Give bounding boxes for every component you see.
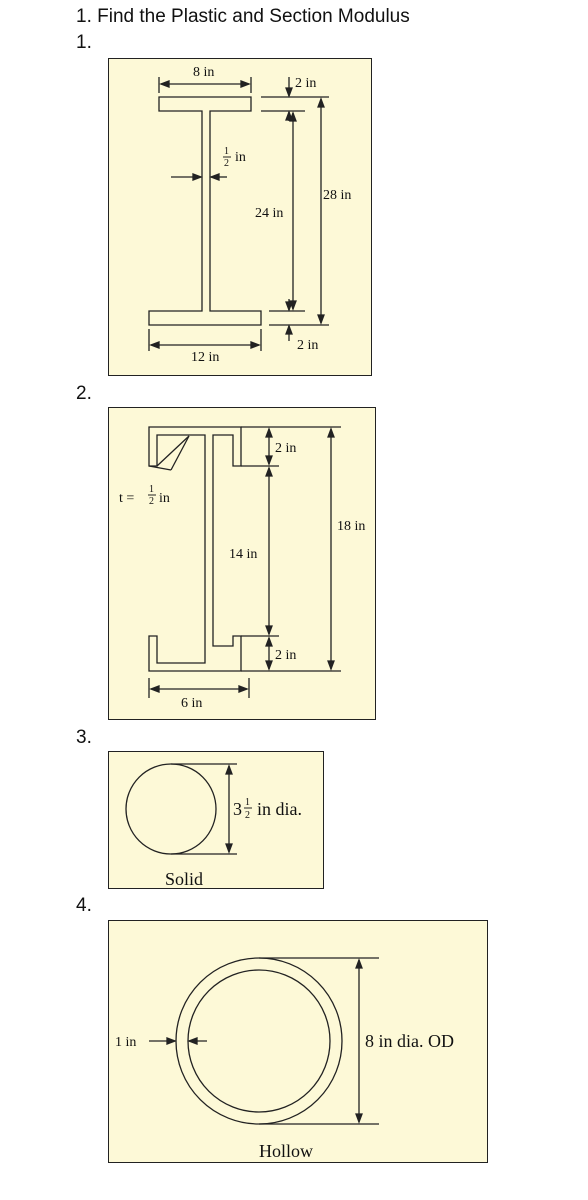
problem-number-4: 4.	[76, 895, 92, 916]
dim-thk-num: 1	[149, 484, 154, 495]
dim-dia-num: 1	[245, 797, 250, 808]
dim-web-height: 24 in	[255, 206, 283, 221]
dim-outer-diameter: 8 in dia. OD	[365, 1031, 454, 1051]
dim-bottom-width: 12 in	[191, 350, 219, 365]
solid-circle-shape	[125, 763, 217, 855]
figure-i-beam: 8 in 2 in 1 2 in 28 in 24 in 2 in 12 in	[108, 58, 372, 376]
dim-top-width: 8 in	[193, 65, 214, 80]
dim-web-thk-den: 2	[224, 158, 229, 169]
label-hollow: Hollow	[259, 1141, 313, 1161]
dim-thk-prefix: t =	[119, 491, 134, 506]
figure-hollow-circle: 1 in 8 in dia. OD Hollow	[108, 920, 488, 1163]
dim-top-flange: 2 in	[295, 76, 316, 91]
problem-number-3: 3.	[76, 727, 92, 748]
dim-top-lip: 2 in	[275, 441, 296, 456]
dim-web-height: 14 in	[229, 547, 257, 562]
dim-thickness: 1 in	[115, 1035, 136, 1050]
label-solid: Solid	[165, 869, 203, 889]
dim-thk-den: 2	[149, 496, 154, 507]
dim-web-thk-num: 1	[224, 146, 229, 157]
i-beam-shape	[148, 96, 262, 326]
dim-total-height: 28 in	[323, 188, 351, 203]
dim-total-height: 18 in	[337, 519, 365, 534]
dim-dia-unit: in dia.	[257, 799, 302, 819]
channel-shape-outer	[148, 426, 242, 672]
dim-dia-whole: 3	[233, 799, 242, 819]
problem-title: 1. Find the Plastic and Section Modulus	[76, 6, 410, 27]
dim-width: 6 in	[181, 696, 202, 711]
dim-bottom-flange: 2 in	[297, 338, 318, 353]
figure-solid-circle: 3 1 2 in dia. Solid	[108, 751, 324, 889]
dim-web-thk-unit: in	[235, 150, 246, 165]
dim-bottom-lip: 2 in	[275, 648, 296, 663]
problem-number-1: 1.	[76, 32, 92, 53]
dim-thk-unit: in	[159, 491, 170, 506]
dim-dia-den: 2	[245, 810, 250, 821]
figure-channel-section: t = 1 2 in 2 in 18 in 14 in 2 in 6 in	[108, 407, 376, 720]
problem-number-2: 2.	[76, 383, 92, 404]
hollow-inner-circle	[187, 969, 331, 1113]
